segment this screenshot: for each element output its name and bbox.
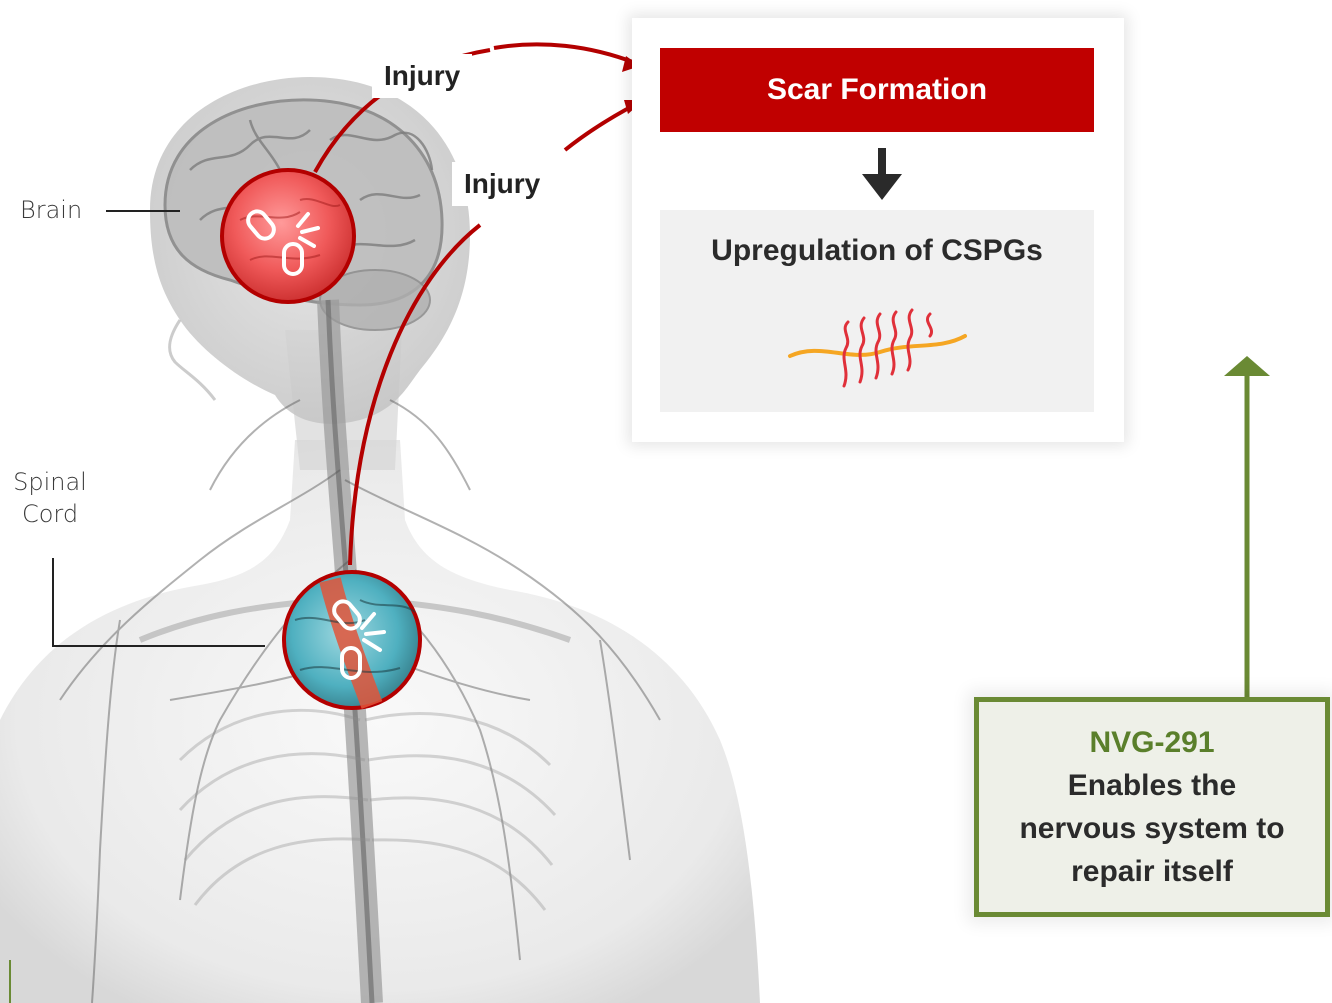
green-up-arrow [1224, 356, 1270, 698]
nvg-291-box: NVG-291 Enables the nervous system to re… [974, 697, 1330, 917]
nvg-line3: repair itself [1071, 850, 1233, 893]
spinal-cord-label: Spinal Cord [10, 468, 90, 528]
nvg-line2: nervous system to [1019, 807, 1284, 850]
spinal-label-line2: Cord [10, 500, 90, 528]
scar-formation-box: Scar Formation [660, 48, 1094, 132]
brain-injury-circle [222, 170, 354, 302]
nvg-line1: Enables the [1068, 764, 1236, 807]
brain-label: Brain [20, 196, 82, 224]
spinal-label-line1: Spinal [10, 468, 90, 496]
cspg-title: Upregulation of CSPGs [660, 234, 1094, 268]
injury-label-top: Injury [372, 54, 472, 98]
process-panel: Scar Formation Upregulation of CSPGs [632, 18, 1124, 442]
down-arrow-icon [854, 148, 910, 200]
injury-label-mid: Injury [452, 162, 552, 206]
spinal-injury-circle [284, 572, 420, 708]
cspg-box: Upregulation of CSPGs [660, 210, 1094, 412]
cspg-molecule-icon [780, 300, 980, 400]
torso-silhouette [0, 440, 760, 1003]
nvg-name: NVG-291 [1089, 721, 1214, 764]
